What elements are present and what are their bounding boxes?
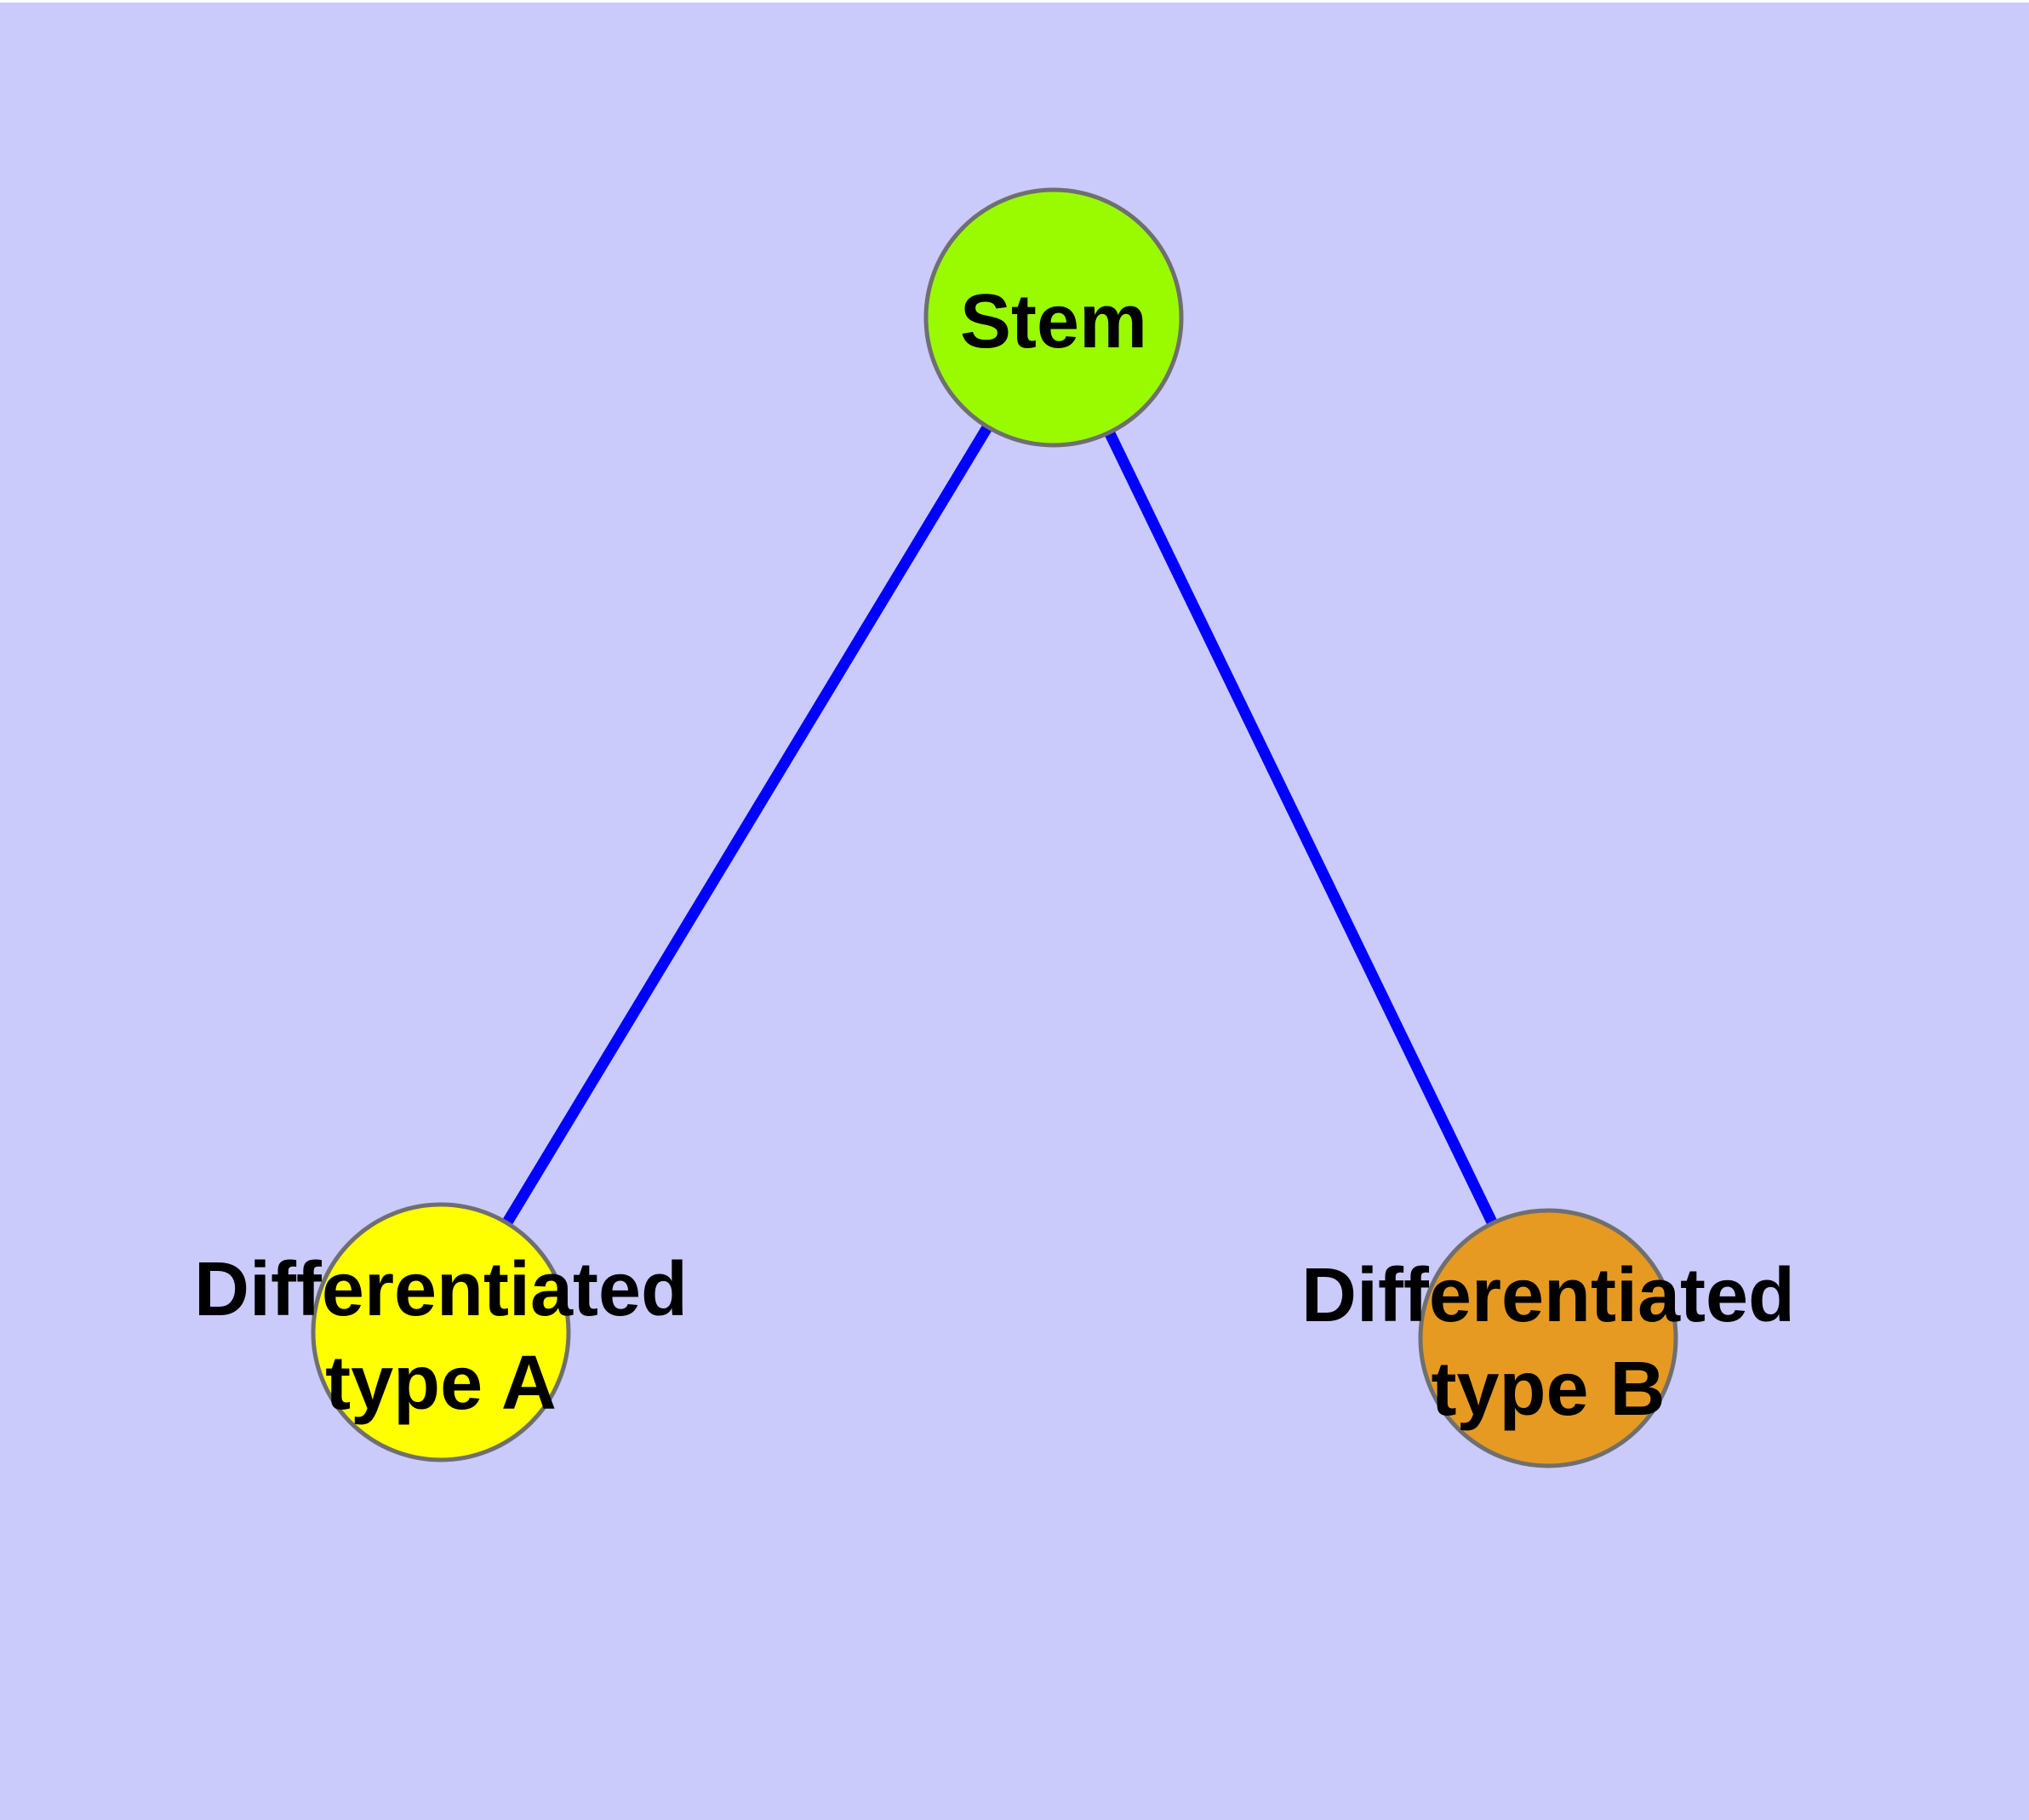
node-label-diff-b: Differentiated type B bbox=[1301, 1253, 1795, 1432]
edge-stem-to-diff-b bbox=[1049, 315, 1553, 1341]
node-diff-b bbox=[1418, 1208, 1678, 1468]
node-label-line: Differentiated bbox=[194, 1247, 688, 1332]
node-diff-a bbox=[311, 1202, 571, 1462]
node-label-line: type B bbox=[1431, 1347, 1665, 1432]
node-layer bbox=[311, 187, 1678, 1468]
edge-stem-to-diff-a bbox=[436, 314, 1059, 1336]
node-label-stem: Stem bbox=[960, 279, 1147, 364]
node-label-line: type A bbox=[325, 1341, 557, 1426]
node-label-line: Differentiated bbox=[1301, 1253, 1795, 1338]
edge-layer bbox=[436, 314, 1553, 1341]
node-label-line: Stem bbox=[960, 279, 1147, 364]
node-stem bbox=[923, 187, 1184, 448]
node-label-diff-a: Differentiated type A bbox=[194, 1247, 688, 1426]
